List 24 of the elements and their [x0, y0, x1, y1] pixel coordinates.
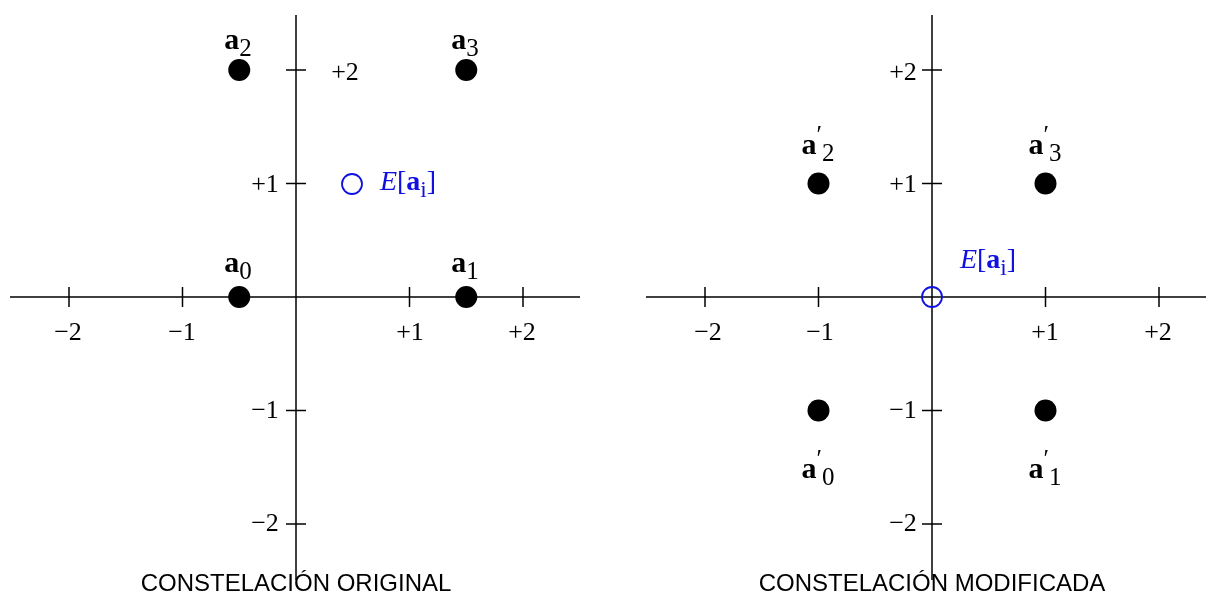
- tick-label: −2: [251, 510, 279, 536]
- point-label: a$_{3}$: [451, 24, 479, 60]
- point-label: a$_{2}$: [224, 24, 252, 60]
- panel-title: CONSTELACIÓN ORIGINAL: [140, 571, 452, 595]
- tick-label: +2: [508, 319, 536, 345]
- tick-label: −2: [694, 319, 722, 345]
- tick-label: −2: [54, 319, 82, 345]
- tick-label: +1: [251, 171, 279, 197]
- tick-label: −1: [889, 397, 917, 423]
- tick-label: +1: [889, 171, 917, 197]
- point-label: a$_{0}$: [224, 247, 252, 283]
- tick-label: −1: [251, 397, 279, 423]
- tick-label: −2: [889, 510, 917, 536]
- tick-label: +1: [396, 319, 424, 345]
- tick-label: +1: [1031, 319, 1059, 345]
- tick-label: −1: [168, 319, 196, 345]
- mean-label: E[a$_{i}$]: [959, 245, 1017, 279]
- point-label: a$_{1}$: [451, 247, 479, 283]
- tick-label: +2: [1144, 319, 1172, 345]
- panel-title: CONSTELACIÓN MODIFICADA: [758, 571, 1106, 595]
- mean-label: E[a$_{i}$]: [379, 167, 437, 201]
- tick-label: −1: [806, 319, 834, 345]
- tick-label: +2: [889, 59, 917, 85]
- tick-label: +2: [331, 59, 359, 85]
